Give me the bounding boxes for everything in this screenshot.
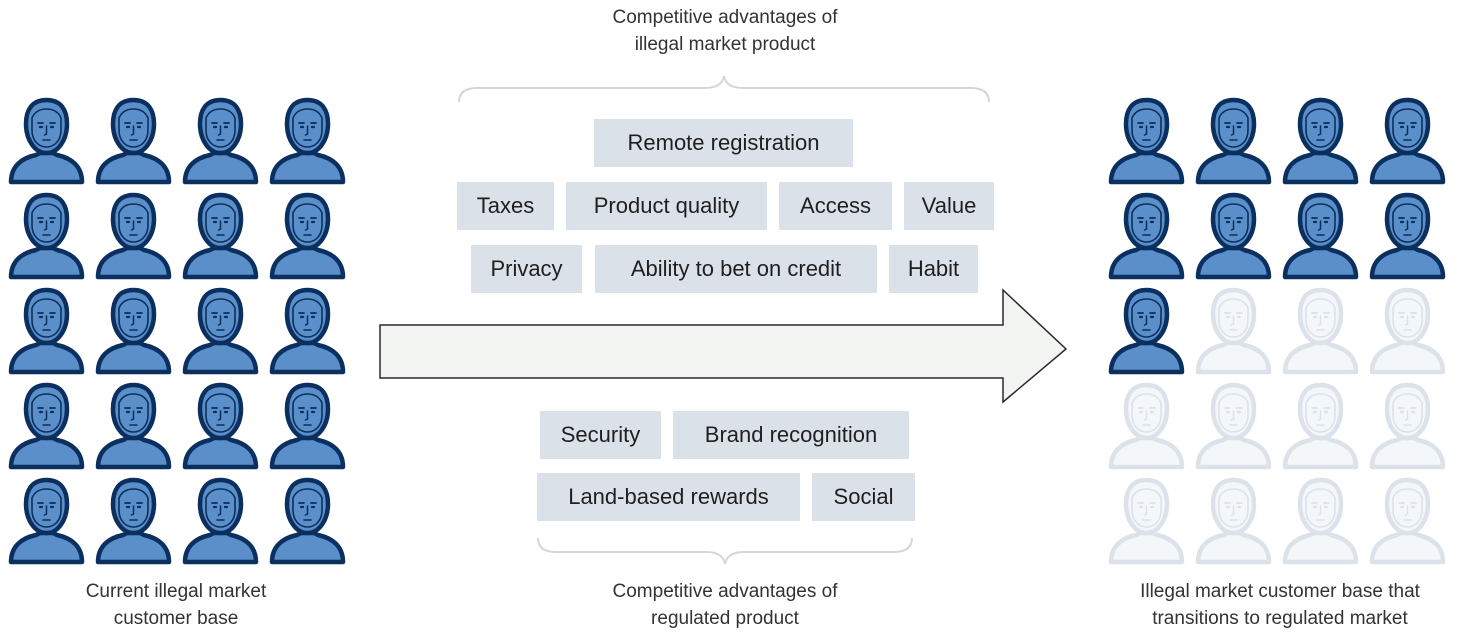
person-icon: [1282, 96, 1359, 191]
person-icon: [1369, 191, 1446, 286]
person-icon: [182, 96, 259, 191]
person-icon: [1282, 381, 1359, 476]
person-icon: [182, 286, 259, 381]
left-caption: Current illegal market customer base: [0, 578, 352, 632]
regulated-advantages-heading-line1: Competitive advantages of: [612, 581, 838, 602]
person-icon: [95, 476, 172, 571]
person-icon: [95, 286, 172, 381]
person-icon: [1195, 381, 1272, 476]
right-caption: Illegal market customer base that transi…: [1095, 578, 1465, 632]
person-icon: [269, 381, 346, 476]
person-icon: [1282, 191, 1359, 286]
tag-illegal-advantage: Habit: [889, 245, 978, 293]
tag-illegal-advantage: Product quality: [566, 182, 767, 230]
person-icon: [1195, 96, 1272, 191]
tag-regulated-advantage: Social: [812, 473, 915, 521]
tag-illegal-advantage: Taxes: [457, 182, 554, 230]
tag-illegal-advantage: Remote registration: [594, 119, 853, 167]
transitioning-customer-base-grid: [1108, 96, 1446, 571]
person-icon: [1369, 96, 1446, 191]
person-icon: [8, 96, 85, 191]
tag-regulated-advantage: Brand recognition: [673, 411, 909, 459]
person-icon: [8, 476, 85, 571]
illegal-advantages-heading-line2: illegal market product: [634, 34, 816, 55]
tag-illegal-advantage: Access: [779, 182, 892, 230]
illegal-advantages-heading-line1: Competitive advantages of: [612, 7, 838, 28]
person-icon: [1369, 476, 1446, 571]
person-icon: [95, 96, 172, 191]
person-icon: [1108, 381, 1185, 476]
person-icon: [95, 191, 172, 286]
person-icon: [1282, 286, 1359, 381]
person-icon: [182, 381, 259, 476]
person-icon: [269, 286, 346, 381]
tag-regulated-advantage: Land-based rewards: [537, 473, 800, 521]
person-icon: [1369, 286, 1446, 381]
tag-illegal-advantage: Ability to bet on credit: [595, 245, 877, 293]
person-icon: [1108, 286, 1185, 381]
person-icon: [269, 191, 346, 286]
right-caption-line1: Illegal market customer base that: [1140, 581, 1420, 602]
tag-regulated-advantage: Security: [540, 411, 661, 459]
current-customer-base-grid: [8, 96, 346, 571]
illegal-advantages-heading: Competitive advantages of illegal market…: [470, 4, 980, 58]
person-icon: [8, 286, 85, 381]
person-icon: [1195, 191, 1272, 286]
regulated-advantages-heading-line2: regulated product: [651, 608, 799, 629]
person-icon: [1195, 476, 1272, 571]
tag-illegal-advantage: Privacy: [471, 245, 582, 293]
left-caption-line1: Current illegal market: [85, 581, 267, 602]
person-icon: [1282, 476, 1359, 571]
left-caption-line2: customer base: [113, 608, 239, 629]
tag-illegal-advantage: Value: [904, 182, 994, 230]
right-caption-line2: transitions to regulated market: [1152, 608, 1408, 629]
person-icon: [269, 96, 346, 191]
person-icon: [1369, 381, 1446, 476]
person-icon: [1195, 286, 1272, 381]
person-icon: [1108, 96, 1185, 191]
person-icon: [269, 476, 346, 571]
person-icon: [8, 381, 85, 476]
person-icon: [182, 476, 259, 571]
person-icon: [1108, 476, 1185, 571]
person-icon: [182, 191, 259, 286]
person-icon: [95, 381, 172, 476]
regulated-advantages-heading: Competitive advantages of regulated prod…: [470, 578, 980, 632]
person-icon: [1108, 191, 1185, 286]
person-icon: [8, 191, 85, 286]
